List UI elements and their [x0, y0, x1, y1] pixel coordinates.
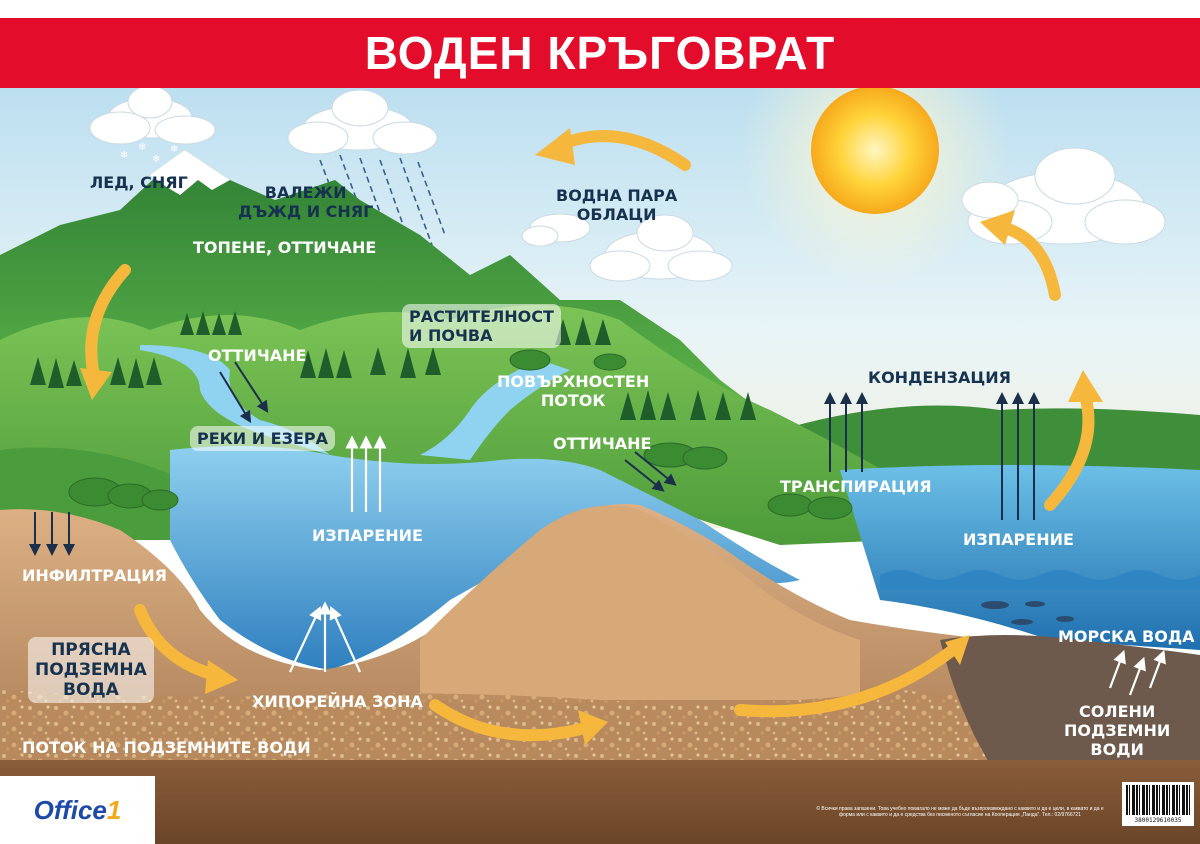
process-arrows	[85, 130, 1095, 742]
barcode-bars	[1126, 785, 1190, 815]
snow-cap	[150, 150, 230, 195]
logo-name: Office	[33, 794, 107, 825]
label-water-vapor: ВОДНА ПАРА ОБЛАЦИ	[556, 186, 678, 224]
label-transpiration: ТРАНСПИРАЦИЯ	[780, 477, 932, 496]
cloud-right	[961, 147, 1166, 245]
label-runoff-1: ОТТИЧАНЕ	[208, 346, 307, 365]
svg-text:❄: ❄	[152, 154, 160, 165]
label-groundwater-flow: ПОТОК НА ПОДЗЕМНИТЕ ВОДИ	[22, 738, 311, 757]
river-2	[420, 360, 570, 460]
soil-mound	[420, 505, 860, 700]
svg-text:❄: ❄	[138, 142, 146, 153]
logo-number: 1	[106, 794, 122, 825]
label-rivers-lakes: РЕКИ И ЕЗЕРА	[190, 426, 335, 451]
label-precipitation: ВАЛЕЖИ ДЪЖД И СНЯГ	[238, 183, 374, 221]
label-evaporation-sea: ИЗПАРЕНИЕ	[963, 530, 1074, 549]
label-saline-groundwater: СОЛЕНИ ПОДЗЕМНИ ВОДИ	[1064, 702, 1171, 759]
dolphins	[981, 601, 1074, 625]
label-hyporheic-zone: ХИПОРЕЙНА ЗОНА	[252, 692, 423, 711]
evaporation-arrows	[289, 435, 1166, 696]
svg-text:❄: ❄	[170, 144, 178, 155]
far-hill-right	[780, 405, 1200, 470]
label-sea-water: МОРСКА ВОДА	[1058, 627, 1195, 646]
barcode-number: 3800129610035	[1134, 817, 1182, 824]
cloud-rain	[287, 89, 438, 155]
snowflakes: ❄ ❄ ❄ ❄	[120, 142, 178, 165]
label-vegetation-soil: РАСТИТЕЛНОСТ И ПОЧВА	[402, 304, 561, 348]
label-fresh-groundwater: ПРЯСНА ПОДЗЕМНА ВОДА	[28, 637, 154, 703]
trees	[30, 311, 853, 520]
cloud-top-left	[89, 85, 216, 145]
title-bar: ВОДЕН КРЪГОВРАТ	[0, 18, 1200, 88]
sea	[840, 465, 1200, 650]
label-surface-flow: ПОВЪРХНОСТЕН ПОТОК	[497, 372, 650, 410]
copyright-notice: © Всички права запазени. Това учебно пом…	[816, 806, 1104, 818]
process-arrow-heads	[80, 128, 1103, 745]
label-condensation: КОНДЕНЗАЦИЯ	[868, 368, 1011, 387]
svg-text:❄: ❄	[120, 150, 128, 161]
label-evaporation-lake: ИЗПАРЕНИЕ	[312, 526, 423, 545]
navy-arrows	[29, 361, 1040, 556]
barcode: 3800129610035	[1122, 782, 1194, 826]
label-infiltration: ИНФИЛТРАЦИЯ	[22, 566, 167, 585]
poster-title: ВОДЕН КРЪГОВРАТ	[364, 27, 836, 79]
cloud-middle	[521, 213, 733, 282]
sun	[811, 86, 939, 214]
label-melt-runoff: ТОПЕНЕ, ОТТИЧАНЕ	[193, 238, 377, 257]
sea-waves	[880, 570, 1200, 590]
label-ice-snow: ЛЕД, СНЯГ	[90, 173, 188, 192]
label-runoff-2: ОТТИЧАНЕ	[553, 434, 652, 453]
deep-soil	[0, 760, 1200, 844]
